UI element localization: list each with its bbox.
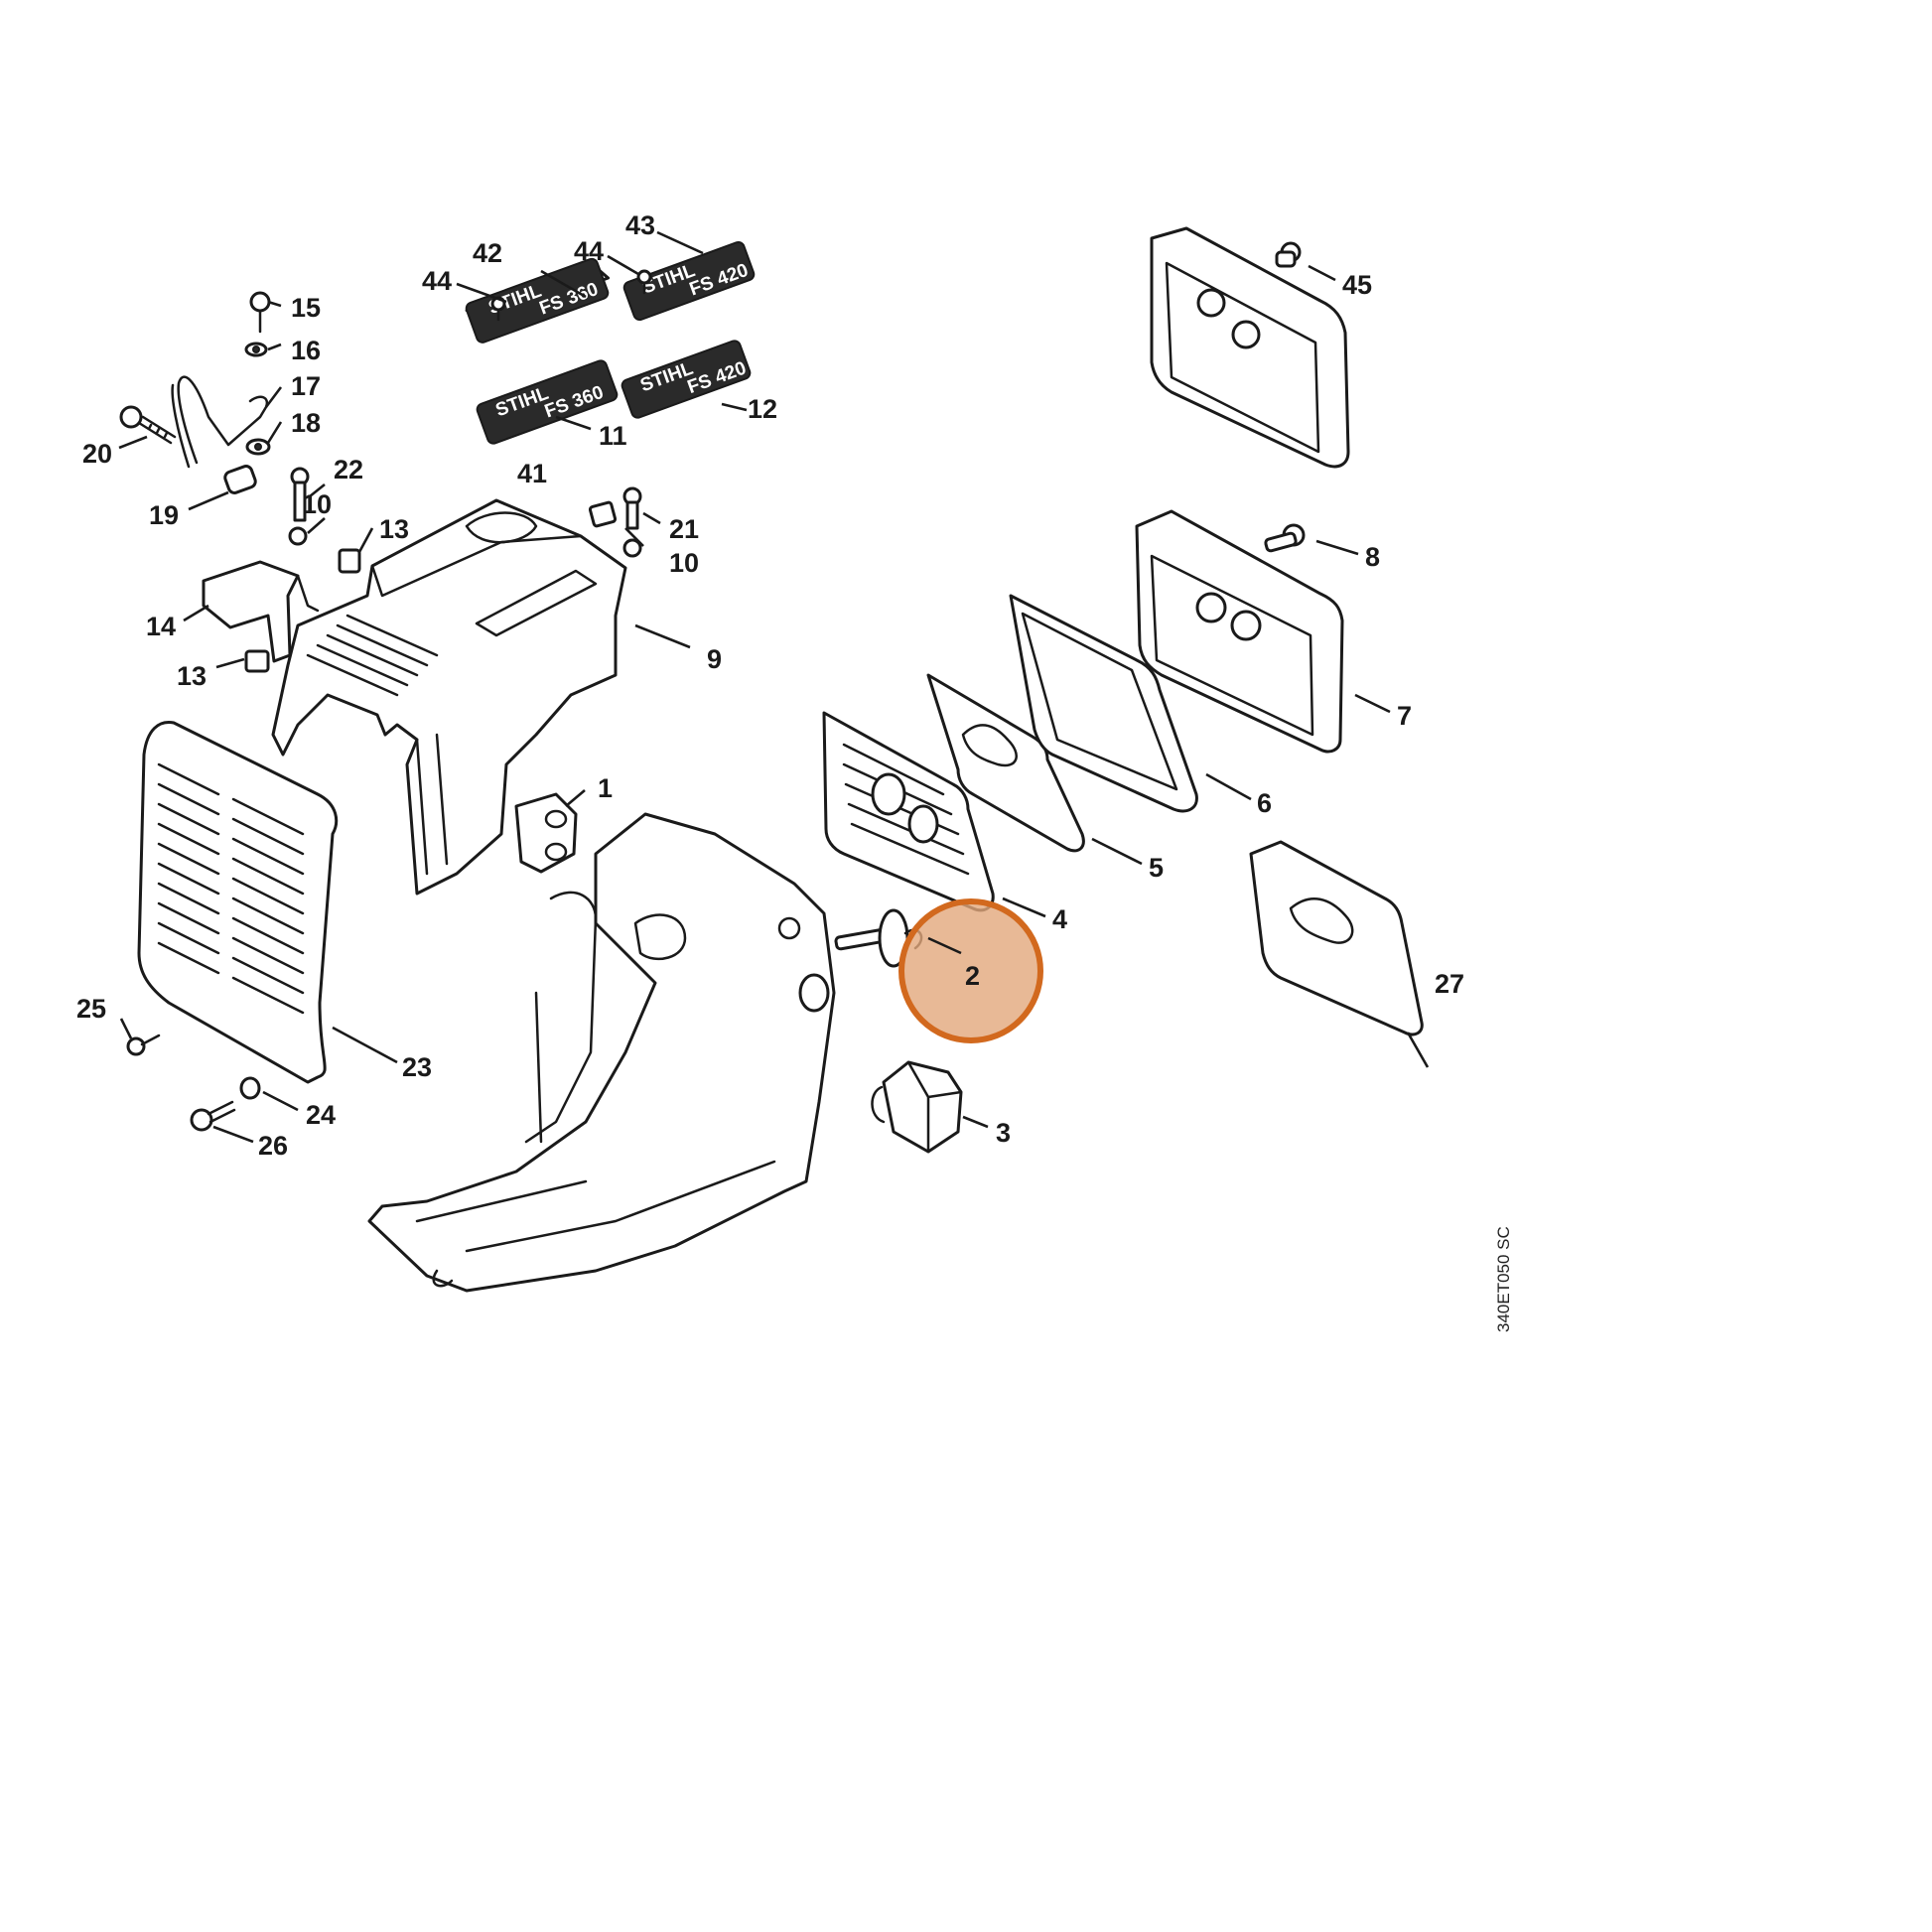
callout-24: 24 bbox=[306, 1100, 336, 1130]
callout-45: 45 bbox=[1342, 270, 1372, 300]
callout-5: 5 bbox=[1149, 853, 1164, 883]
callout-21: 21 bbox=[669, 514, 699, 544]
filter-pad-27 bbox=[1249, 840, 1424, 1036]
callout-2: 2 bbox=[965, 961, 980, 991]
nut-13-upper bbox=[338, 548, 361, 574]
callout-8: 8 bbox=[1365, 542, 1380, 572]
callout-23: 23 bbox=[402, 1052, 432, 1082]
shroud-9 bbox=[271, 498, 627, 896]
nut-41 bbox=[588, 500, 618, 528]
callout-18: 18 bbox=[291, 408, 321, 438]
callout-4: 4 bbox=[1052, 904, 1067, 934]
washer-16 bbox=[244, 342, 268, 357]
callout-25: 25 bbox=[76, 994, 106, 1024]
wire-loop-17 bbox=[171, 375, 269, 469]
screw-21 bbox=[622, 486, 642, 530]
callout-10-left: 10 bbox=[302, 489, 332, 519]
nut-10-right bbox=[622, 538, 642, 558]
callout-13-upper: 13 bbox=[379, 514, 409, 544]
callout-9: 9 bbox=[707, 644, 722, 674]
screw-44-b bbox=[636, 269, 652, 295]
callout-6: 6 bbox=[1257, 788, 1272, 818]
seal-ring-6 bbox=[1009, 594, 1198, 813]
callout-16: 16 bbox=[291, 336, 321, 365]
filter-cover-45 bbox=[1150, 226, 1350, 469]
callout-19: 19 bbox=[149, 500, 179, 530]
screw-15 bbox=[249, 291, 271, 334]
callout-44-left: 44 bbox=[422, 266, 452, 296]
grille-23 bbox=[137, 720, 339, 1084]
emblem-plate-11: STIHL FS 360 bbox=[476, 359, 619, 445]
screw-45 bbox=[1275, 241, 1302, 268]
callout-13-lower: 13 bbox=[177, 661, 207, 691]
bracket-14 bbox=[202, 560, 320, 663]
washer-18 bbox=[245, 438, 271, 456]
callout-15: 15 bbox=[291, 293, 321, 323]
callout-11: 11 bbox=[599, 421, 627, 451]
callout-labels: 1 3 4 5 6 7 8 9 10 10 11 12 13 13 14 15 … bbox=[76, 210, 1464, 1161]
callout-20: 20 bbox=[82, 439, 112, 469]
filter-7 bbox=[1135, 509, 1344, 754]
callout-1: 1 bbox=[598, 773, 613, 803]
nut-13-lower bbox=[244, 649, 270, 673]
callout-22: 22 bbox=[334, 455, 363, 484]
screw-44-a bbox=[490, 296, 506, 322]
callout-43: 43 bbox=[625, 210, 655, 240]
callout-3: 3 bbox=[996, 1118, 1011, 1148]
leader-lines bbox=[118, 230, 1430, 1144]
callout-41: 41 bbox=[517, 459, 547, 488]
switch-3 bbox=[871, 1060, 963, 1154]
screw-26 bbox=[190, 1100, 236, 1132]
fan-housing bbox=[367, 812, 836, 1293]
bolt-20 bbox=[119, 405, 177, 445]
screw-8 bbox=[1264, 523, 1306, 553]
callout-17: 17 bbox=[291, 371, 321, 401]
callout-14: 14 bbox=[146, 612, 176, 641]
callout-10-right: 10 bbox=[669, 548, 699, 578]
highlight-circle bbox=[898, 898, 1043, 1043]
screw-25 bbox=[126, 1034, 161, 1056]
emblem-plate-12: STIHL FS 420 bbox=[621, 340, 752, 419]
emblem-plate-42: STIHL FS 360 bbox=[465, 257, 611, 344]
spacer-19 bbox=[223, 465, 257, 494]
screw-22 bbox=[290, 467, 310, 522]
bushing-1 bbox=[514, 792, 578, 874]
callout-7: 7 bbox=[1397, 701, 1412, 731]
callout-44-right: 44 bbox=[574, 236, 604, 266]
drawing-code: 340ET050 SC bbox=[1494, 1226, 1513, 1332]
washer-24 bbox=[239, 1076, 261, 1100]
callout-27: 27 bbox=[1435, 969, 1464, 999]
callout-12: 12 bbox=[748, 394, 777, 424]
nut-10-left bbox=[288, 526, 308, 546]
callout-42: 42 bbox=[473, 238, 502, 268]
filter-base-4 bbox=[822, 711, 995, 912]
callout-26: 26 bbox=[258, 1131, 288, 1161]
